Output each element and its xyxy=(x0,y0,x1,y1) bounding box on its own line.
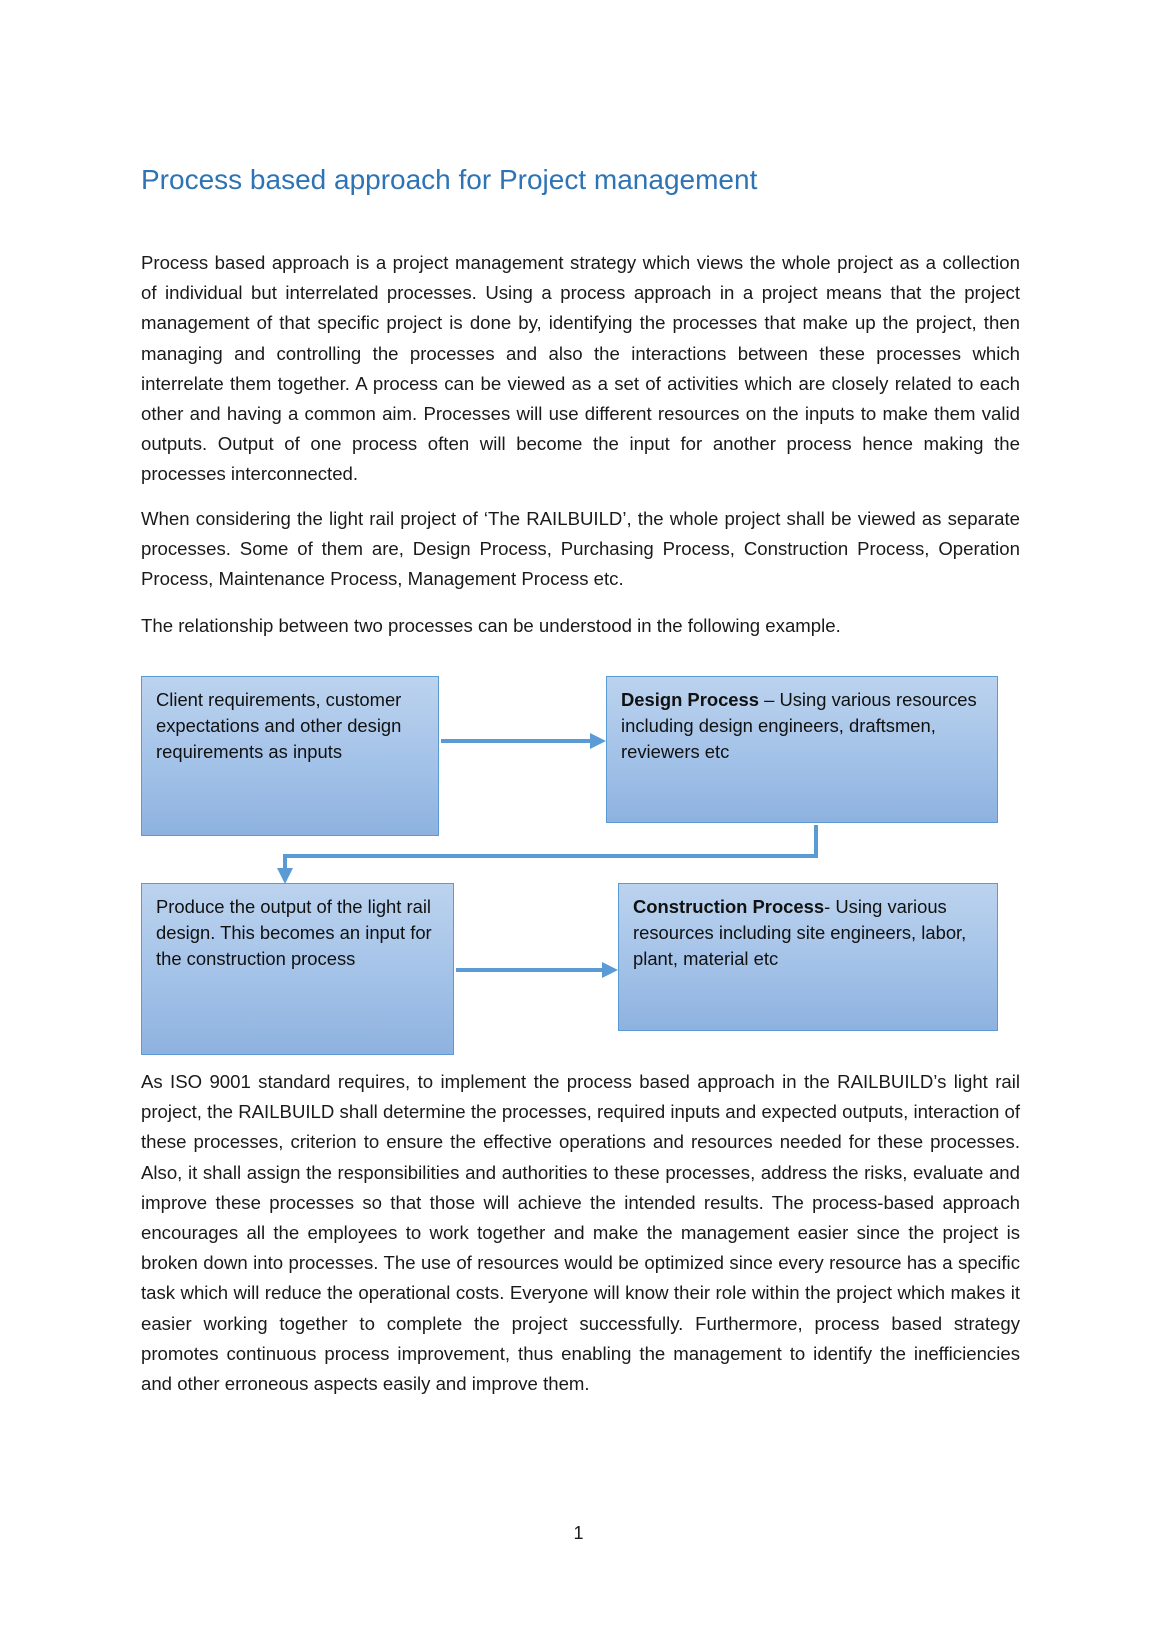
page-number: 1 xyxy=(573,1523,584,1543)
process-box-construction: Construction Process- Using various reso… xyxy=(618,883,998,1031)
process-box-design-text: – Using various resources including desi… xyxy=(621,689,977,762)
paragraph-intro: Process based approach is a project mana… xyxy=(141,252,1020,485)
process-box-design: Design Process – Using various resources… xyxy=(606,676,998,823)
paragraph-example-lead: The relationship between two processes c… xyxy=(141,615,841,636)
arrow-output-to-construction-head xyxy=(602,962,618,978)
process-box-inputs: Client requirements, customer expectatio… xyxy=(141,676,439,836)
paragraph-iso-9001: As ISO 9001 standard requires, to implem… xyxy=(141,1071,1020,1395)
process-box-design-output-text: Produce the output of the light rail des… xyxy=(156,896,432,969)
process-box-design-output: Produce the output of the light rail des… xyxy=(141,883,454,1055)
process-box-construction-title: Construction Process xyxy=(633,896,825,917)
paragraph-railbuild-processes: When considering the light rail project … xyxy=(141,508,1020,590)
arrow-input-to-design-head xyxy=(590,733,606,749)
process-box-inputs-text: Client requirements, customer expectatio… xyxy=(156,689,402,762)
page-heading: Process based approach for Project manag… xyxy=(141,164,758,195)
process-box-design-title: Design Process xyxy=(621,689,759,710)
arrow-design-to-output-head xyxy=(277,868,293,884)
process-box-construction-text: - Using various resources including site… xyxy=(633,896,967,969)
